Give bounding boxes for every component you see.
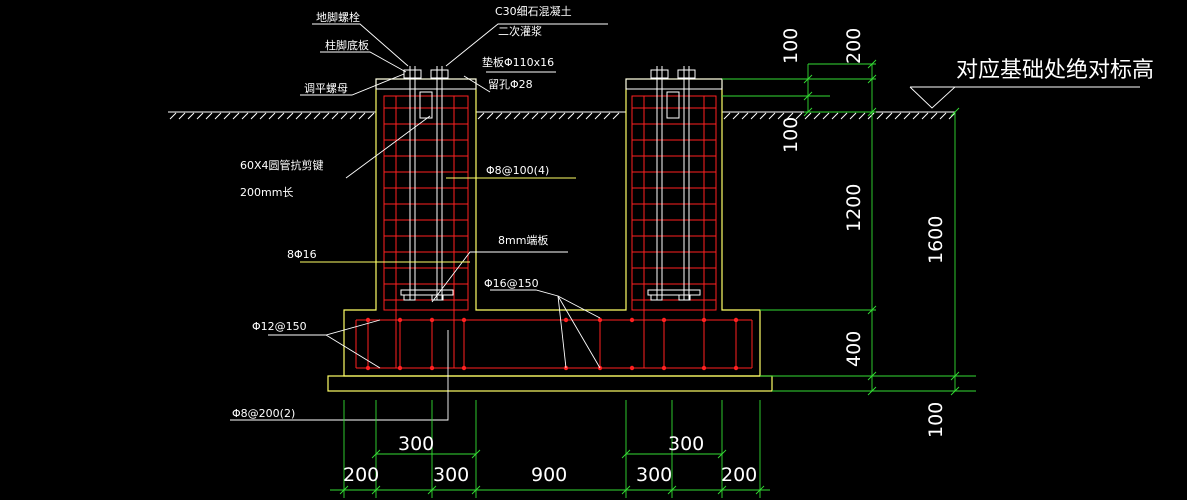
dim-bottom-300-left: 300 — [433, 464, 469, 486]
concrete-outline — [327, 78, 773, 392]
dim-400: 400 — [843, 331, 865, 367]
label-reserved-hole: 留孔Φ28 — [488, 78, 533, 91]
annotations: 地脚螺栓 柱脚底板 调平螺母 C30细石混凝土 二次灌浆 垫板Φ110x16 留… — [232, 4, 1154, 420]
dim-bottom-200-right: 200 — [721, 464, 757, 486]
label-secondary-grout: 二次灌浆 — [498, 24, 542, 38]
dim-top-300-left: 300 — [398, 433, 434, 455]
dim-bottom-900: 900 — [531, 464, 567, 486]
dimension-texts: 200 100 100 1200 1600 400 100 300 300 20… — [343, 28, 947, 486]
dim-1600: 1600 — [925, 216, 947, 264]
dim-bottom-300-right: 300 — [636, 464, 672, 486]
left-pier-cage — [383, 95, 469, 311]
dim-top-300-right: 300 — [668, 433, 704, 455]
label-column-base-plate: 柱脚底板 — [325, 38, 369, 52]
ground-line — [168, 111, 956, 120]
dim-100-bottom: 100 — [925, 402, 947, 438]
rebar-cages — [355, 95, 753, 371]
dim-200-top: 200 — [843, 28, 865, 64]
label-slab-stirrups: Φ8@200(2) — [232, 407, 295, 420]
leader-lines — [230, 23, 1140, 421]
label-stirrup-pier: Φ8@100(4) — [486, 164, 549, 177]
label-shear-key-length: 200mm长 — [240, 186, 293, 199]
dim-100-mid: 100 — [780, 117, 802, 153]
foundation-profile — [343, 78, 761, 377]
label-slab-bars: Φ12@150 — [252, 320, 307, 333]
label-anchor-bolt: 地脚螺栓 — [316, 10, 360, 24]
label-end-plate: 8mm端板 — [498, 233, 548, 247]
label-grout: C30细石混凝土 — [495, 4, 572, 18]
label-reference-elevation: 对应基础处绝对标高 — [956, 58, 1154, 83]
anchor-bolts — [375, 66, 723, 301]
label-shear-key-pipe: 60X4圆管抗剪键 — [240, 158, 324, 172]
cushion-layer — [327, 375, 773, 392]
right-pier-cage — [631, 95, 717, 311]
label-leveling-nut: 调平螺母 — [304, 82, 348, 95]
dimension-lines — [330, 59, 976, 498]
dim-100-top: 100 — [780, 28, 802, 64]
label-pad-plate: 垫板Φ110x16 — [482, 55, 554, 69]
dim-bottom-200-left: 200 — [343, 464, 379, 486]
label-slab-top-bars: Φ16@150 — [484, 277, 539, 290]
yellow-leaders — [300, 177, 576, 263]
dim-1200: 1200 — [843, 184, 865, 232]
label-pier-bars: 8Φ16 — [287, 248, 317, 261]
